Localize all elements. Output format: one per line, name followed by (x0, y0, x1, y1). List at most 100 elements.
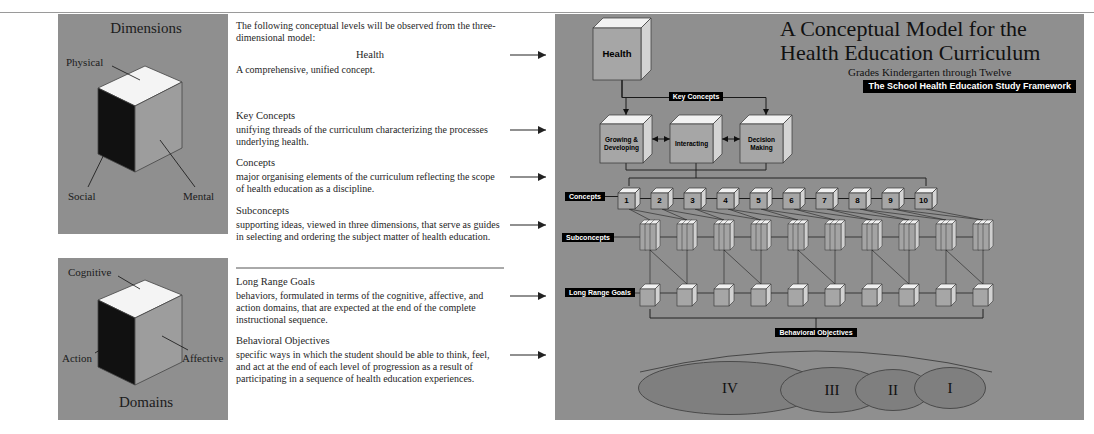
tag-label: Subconcepts (566, 233, 610, 242)
level-description: major organising elements of the curricu… (236, 171, 504, 195)
level-tag: Subconcepts (562, 233, 614, 242)
level-numeral: II (855, 382, 931, 399)
goal-cube (677, 284, 697, 306)
cube-front (593, 28, 641, 80)
level-description: A comprehensive, unified concept. (236, 64, 504, 76)
cube-front (849, 193, 866, 209)
key-concept-cube: Growing & Developing (600, 115, 652, 163)
goal-cube (751, 284, 771, 306)
concept-cube: 10 (915, 188, 937, 209)
tag-label: Key Concepts (673, 92, 720, 101)
domains-panel: CognitiveActionAffectiveDomains (58, 258, 228, 420)
subconcept-group (862, 220, 882, 250)
cube-shape (750, 188, 772, 209)
pointer-arrow (510, 176, 546, 177)
cube-side (668, 188, 673, 209)
cube-label: 2 (651, 197, 668, 206)
level-heading: Behavioral Objectives (236, 335, 504, 347)
connector-line (904, 198, 915, 199)
top-rule (0, 12, 1094, 13)
level-heading: Key Concepts (236, 110, 504, 122)
level-description: supporting ideas, viewed in three dimens… (236, 219, 504, 243)
connector-line (605, 196, 618, 197)
concept-cube: 5 (750, 188, 772, 209)
connector-line (640, 198, 651, 199)
cube-side (643, 115, 652, 163)
concept-cube: 9 (882, 188, 904, 209)
goal-links (650, 250, 983, 284)
cube-left-face (98, 300, 135, 385)
level-numeral: I (914, 380, 986, 397)
leader-line (95, 340, 116, 353)
connector-line (739, 198, 750, 199)
framework-bar: The School Health Education Study Framew… (863, 80, 1076, 93)
concept-links (629, 209, 983, 220)
concept-cube: 1 (618, 188, 640, 209)
cube-label: Decision Making (740, 136, 783, 150)
connector-line (673, 198, 684, 199)
connector-arrow (622, 80, 766, 115)
level-numeral: IV (638, 380, 822, 397)
concept-cube: 8 (849, 188, 871, 209)
leader-line (162, 336, 188, 350)
connector-line (706, 198, 717, 199)
dimension-label: Social (68, 190, 96, 203)
subconcept-group (677, 220, 697, 250)
subconcept-group (714, 220, 734, 250)
domain-label: Affective (182, 352, 223, 365)
dimensions-ground (58, 14, 228, 234)
cube-right-face (135, 295, 182, 385)
level-tag: Concepts (565, 192, 605, 201)
cube-shape (783, 188, 805, 209)
level-description: specific ways in which the student shoul… (236, 349, 504, 385)
objectives-bracket (650, 309, 983, 328)
cube-label: 3 (684, 197, 701, 206)
model-title: A Conceptual Model for the Health Educat… (780, 17, 1076, 65)
cube-label: 9 (882, 197, 899, 206)
cube-front (717, 193, 734, 209)
cube-side (800, 188, 805, 209)
goal-cube (973, 284, 993, 306)
connector-arrow (652, 139, 670, 140)
pointer-arrow (510, 129, 546, 130)
cube-side (783, 115, 792, 163)
concept-cube: 2 (651, 188, 673, 209)
level-ellipse: II (855, 369, 931, 411)
panel-heading: Dimensions (61, 20, 231, 37)
level-ellipse: I (914, 367, 986, 409)
goal-cube (825, 284, 845, 306)
cube-shape (651, 188, 673, 209)
concept-cube: 7 (816, 188, 838, 209)
connector-arrow (722, 139, 740, 140)
cube-shape (717, 188, 739, 209)
level-ellipse: III (780, 367, 884, 413)
cube-label: 1 (618, 197, 635, 206)
subconcept-group (640, 220, 660, 250)
model-panel: The School Health Education Study Framew… (555, 14, 1084, 420)
cube-side (701, 188, 706, 209)
key-concept-cube: Interacting (670, 115, 722, 163)
panel-heading: Domains (61, 394, 231, 411)
cube-shape (849, 188, 871, 209)
goal-cube (640, 284, 660, 306)
cube-left-face (98, 88, 135, 172)
grade-range: Grades Kindergarten through Twelve (848, 66, 1011, 79)
subconcept-group (825, 220, 845, 250)
subconcept-group (973, 220, 993, 250)
dimensions-panel: DimensionsPhysicalSocialMental (58, 14, 228, 234)
level-ellipse: IV (638, 361, 822, 415)
cube-front (600, 124, 643, 163)
leader-line (88, 138, 112, 187)
connector-line (838, 198, 849, 199)
tag-label: Long Range Goals (569, 288, 631, 297)
cube-front (915, 193, 932, 209)
subconcept-group (751, 220, 771, 250)
level-heading: Subconcepts (236, 205, 504, 217)
subconcept-group (788, 220, 808, 250)
cube-side (713, 115, 722, 163)
goal-cube (899, 284, 919, 306)
level-tag: Key Concepts (669, 92, 724, 101)
leader-line (160, 140, 195, 187)
level-tag: Long Range Goals (565, 288, 635, 297)
